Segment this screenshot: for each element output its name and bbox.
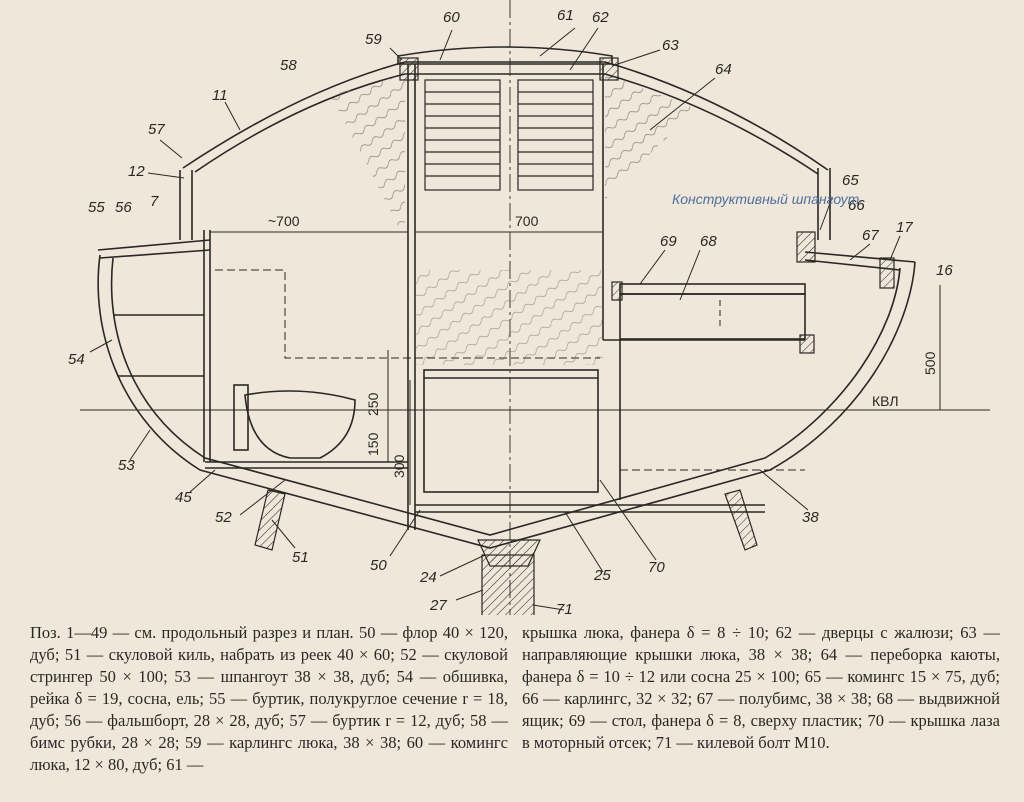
label-69: 69 [660,233,677,250]
dimension-500: 500 [922,351,938,375]
label-16: 16 [936,262,953,279]
label-65: 65 [842,172,859,189]
dimension-300: 300 [391,454,407,478]
label-62: 62 [592,9,609,26]
label-24: 24 [419,569,437,586]
caption-left-column: Поз. 1—49 — см. продольный разрез и план… [30,623,508,774]
louvre-door-right [517,79,594,191]
cabin-roof [182,61,829,171]
label-56: 56 [115,199,132,216]
waterline-label: КВЛ [872,393,899,409]
dimension-700-right: 700 [515,213,539,229]
label-38: 38 [802,509,819,526]
label-61: 61 [557,7,574,24]
engine-hatch-cover [423,369,599,493]
label-27: 27 [429,597,447,614]
toilet [244,390,356,459]
label-11: 11 [212,87,228,104]
table [619,283,806,295]
label-70: 70 [648,559,665,576]
hull-inner-line [110,257,901,536]
label-63: 63 [662,37,679,54]
label-64: 64 [715,61,732,78]
label-17: 17 [896,219,913,236]
label-50: 50 [370,557,387,574]
cabin-roof-inner [194,73,819,175]
label-53: 53 [118,457,135,474]
label-7: 7 [150,193,159,210]
label-67: 67 [862,227,879,244]
dimension-150: 150 [365,432,381,456]
label-25: 25 [593,567,611,584]
label-68: 68 [700,233,717,250]
label-45: 45 [175,489,192,506]
label-57: 57 [148,121,165,138]
side-deck-left [97,239,211,259]
drawer [619,293,806,340]
label-51: 51 [292,549,309,566]
label-60: 60 [443,9,460,26]
label-71: 71 [556,601,573,615]
cabin-side-left [179,170,193,240]
side-deck-right [804,251,916,271]
caption-right-column: крышка люка, фанера δ = 8 ÷ 10; 62 — две… [522,623,1000,752]
label-58: 58 [280,57,297,74]
label-54: 54 [68,351,85,368]
overlay-heading: Конструктивный шпангоут. [672,191,863,207]
dimension-250: 250 [365,392,381,416]
label-12: 12 [128,163,145,180]
label-66: 66 [848,197,865,214]
label-59: 59 [365,31,382,48]
dimension-700-left: ~700 [268,213,300,229]
hatch-cover [397,46,613,65]
label-52: 52 [215,509,232,526]
label-55: 55 [88,199,105,216]
louvre-door-left [424,79,501,191]
hull-section-drawing: 11 12 7 55 56 57 58 59 60 61 62 63 64 65… [68,0,990,615]
